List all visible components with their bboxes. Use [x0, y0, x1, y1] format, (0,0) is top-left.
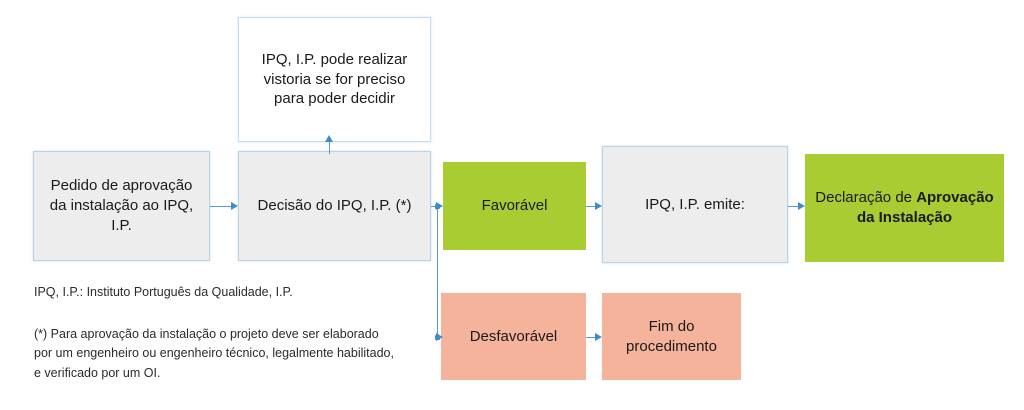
- node-vistoria-note[interactable]: IPQ, I.P. pode realizar vistoria se for …: [238, 17, 431, 142]
- arrowhead-to-favoravel-icon: [436, 201, 443, 210]
- node-desfavoravel-label: Desfavorável: [469, 327, 558, 345]
- footnote-asterisk: (*) Para aprovação da instalação o proje…: [34, 327, 394, 380]
- node-ipq-emite[interactable]: IPQ, I.P. emite:: [602, 146, 788, 263]
- node-fim-procedimento[interactable]: Fim do procedimento: [602, 293, 741, 380]
- connector-emite-to-declaracao: [788, 206, 799, 207]
- node-fim-procedimento-label: Fim do procedimento: [626, 317, 717, 355]
- node-vistoria-note-label: IPQ, I.P. pode realizar vistoria se for …: [261, 50, 408, 108]
- node-favoravel-label: Favorável: [481, 197, 548, 215]
- arrowhead-decisao-to-vistoria-icon: [324, 135, 333, 142]
- connector-decisao-right-stub: [431, 206, 437, 207]
- connector-decisao-to-vistoria: [329, 142, 330, 154]
- node-pedido-aprovacao-label: Pedido de aprovação da instalação ao IPQ…: [49, 177, 194, 234]
- arrowhead-favoravel-to-emite-icon: [595, 201, 602, 210]
- arrowhead-to-desfavoravel-icon: [436, 332, 443, 341]
- node-desfavoravel[interactable]: Desfavorável: [441, 293, 586, 380]
- connector-desfavoravel-to-fim: [586, 337, 596, 338]
- node-favoravel[interactable]: Favorável: [443, 162, 586, 250]
- node-decisao-ipq[interactable]: Decisão do IPQ, I.P. (*): [238, 151, 431, 261]
- node-pedido-aprovacao[interactable]: Pedido de aprovação da instalação ao IPQ…: [33, 151, 210, 261]
- declaracao-bold-text: Aprovação da Instalação: [856, 189, 994, 226]
- node-declaracao-aprovacao[interactable]: Declaração de Aprovação da Instalação: [805, 154, 1004, 262]
- node-declaracao-aprovacao-label: Declaração de Aprovação da Instalação: [806, 188, 1003, 228]
- arrowhead-emite-to-declaracao-icon: [798, 201, 805, 210]
- arrowhead-pedido-to-decisao-icon: [231, 201, 238, 210]
- arrowhead-desfavoravel-to-fim-icon: [595, 332, 602, 341]
- connector-decisao-split-vertical: [437, 206, 438, 337]
- declaracao-prefix-text: Declaração de: [815, 189, 917, 207]
- node-ipq-emite-label: IPQ, I.P. emite:: [645, 195, 745, 213]
- connector-favoravel-to-emite: [586, 206, 596, 207]
- footnote-acronym: IPQ, I.P.: Instituto Português da Qualid…: [34, 285, 293, 299]
- connector-pedido-to-decisao: [210, 206, 231, 207]
- node-decisao-ipq-label: Decisão do IPQ, I.P. (*): [257, 197, 412, 215]
